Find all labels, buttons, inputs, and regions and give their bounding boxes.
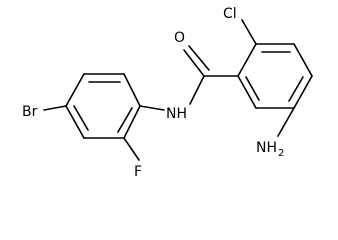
double-bond bbox=[117, 107, 133, 133]
bond bbox=[65, 105, 85, 139]
bond bbox=[293, 75, 313, 109]
fluorine-label: F bbox=[134, 164, 142, 180]
chlorine-label: Cl bbox=[223, 6, 237, 22]
amide-nitrogen-label: NH bbox=[166, 106, 187, 122]
c-cl-bond bbox=[241, 19, 257, 45]
c-br-bond bbox=[43, 105, 67, 111]
amine-subscript: 2 bbox=[278, 148, 284, 159]
double-bond bbox=[245, 76, 260, 101]
carbonyl-double-bond-a bbox=[183, 49, 205, 77]
bond bbox=[123, 73, 141, 107]
bond bbox=[123, 105, 141, 139]
bond bbox=[293, 43, 313, 77]
bond bbox=[237, 75, 257, 109]
amine-label: NH 2 bbox=[256, 140, 284, 159]
amine-nitrogen-label: NH bbox=[256, 140, 277, 156]
c-f-bond bbox=[123, 137, 140, 161]
carbonyl-double-bond-b bbox=[188, 45, 210, 71]
structure-canvas: O Cl NH Br F NH 2 bbox=[22, 6, 313, 180]
bromine-label: Br bbox=[22, 104, 38, 120]
oxygen-label: O bbox=[174, 30, 185, 46]
c-nh2-bond bbox=[277, 107, 295, 137]
nh-co-bond bbox=[189, 75, 205, 105]
molecule-drawing: O Cl NH Br F NH 2 bbox=[22, 6, 313, 180]
amino-chloro-phenyl-ring bbox=[237, 43, 313, 109]
double-bond bbox=[288, 76, 304, 102]
bond bbox=[65, 73, 85, 107]
double-bond bbox=[73, 105, 89, 131]
c-nh-bond bbox=[139, 105, 165, 111]
bromo-fluoro-phenyl-ring bbox=[65, 73, 141, 139]
bond bbox=[237, 43, 257, 77]
